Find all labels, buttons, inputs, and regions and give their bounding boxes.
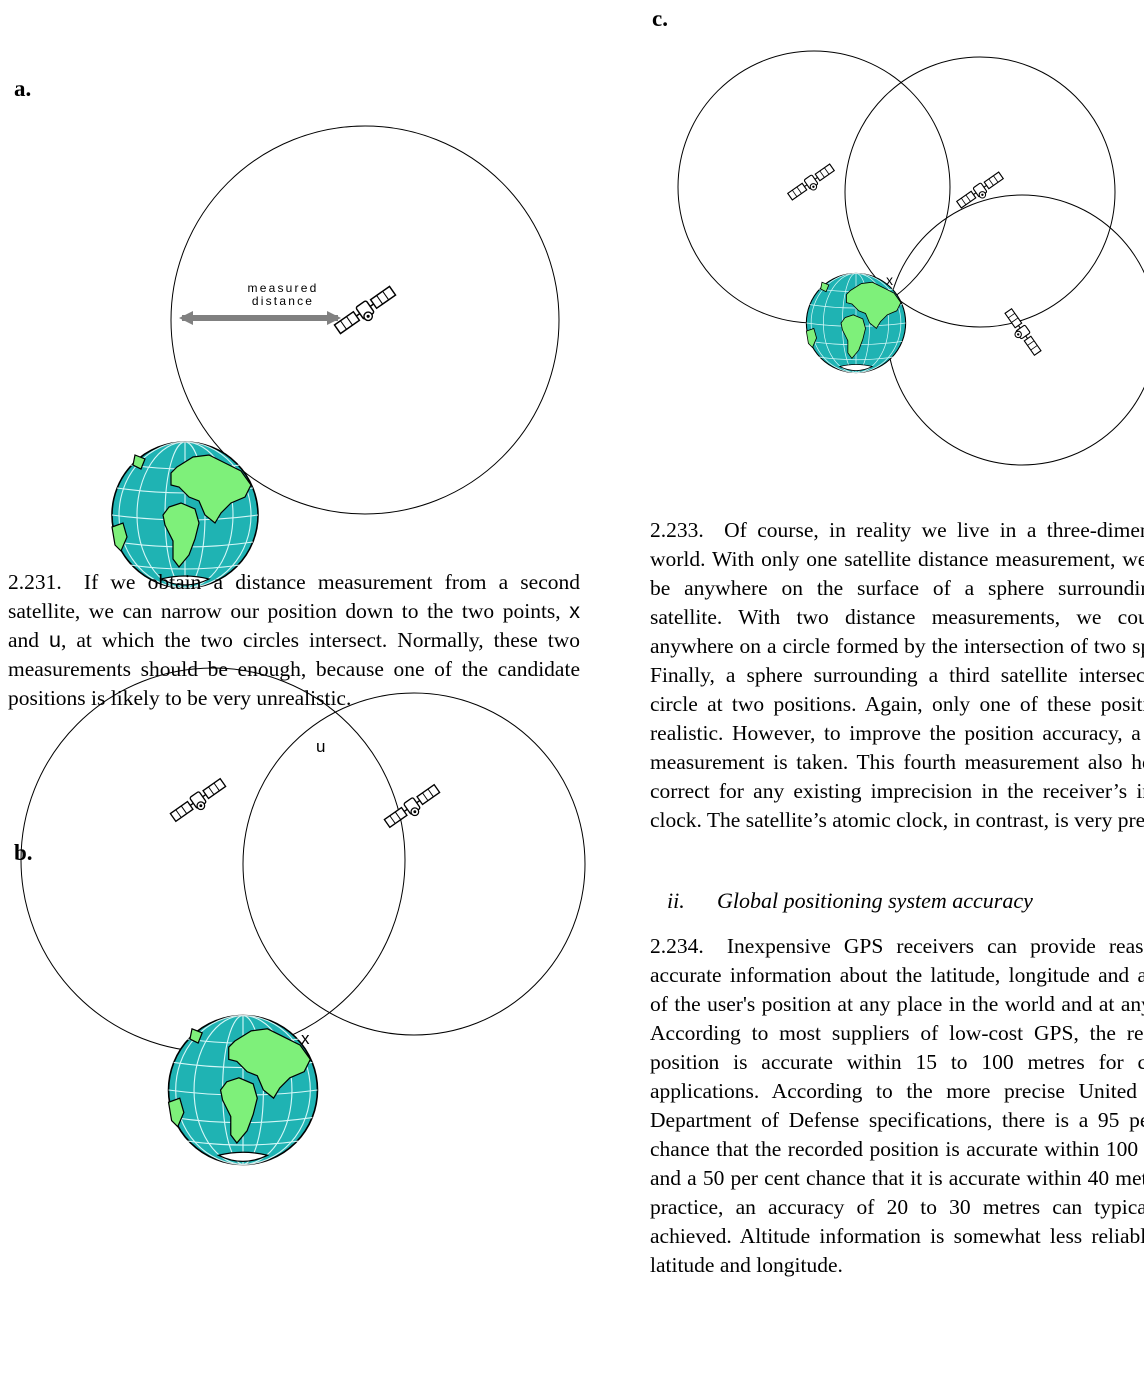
- paragraph-number: 2.231.: [8, 570, 62, 594]
- paragraph-2-233: 2.233. Of course, in reality we live in …: [650, 516, 1144, 835]
- figure-c-label: c.: [652, 6, 668, 31]
- paragraph-number: 2.233.: [650, 518, 704, 542]
- point-u-mark: u: [49, 628, 62, 652]
- earth-globe-icon: [111, 441, 259, 589]
- distance-circle: [170, 125, 560, 515]
- satellite-3-icon: [1004, 308, 1042, 356]
- earth-globe-icon: [167, 1014, 319, 1166]
- paragraph-2-231: 2.231. If we obtain a distance measureme…: [8, 568, 580, 713]
- figure-b: u x: [20, 667, 586, 1166]
- arrow-label-line2: distance: [252, 294, 314, 308]
- point-u-label: u: [316, 737, 325, 756]
- point-x-label: x: [301, 1029, 310, 1048]
- paragraph-2-234: 2.234. Inexpensive GPS receivers can pro…: [650, 932, 1144, 1280]
- heading-numeral: ii.: [667, 888, 685, 913]
- figure-a: measured distance: [111, 125, 560, 589]
- paragraph-text-part1: If we obtain a distance measurement from…: [8, 570, 580, 623]
- circle-satellite-2: [242, 692, 586, 1036]
- figure-b-label: b.: [14, 840, 33, 865]
- arrow-label-line1: measured: [248, 281, 319, 295]
- circle-satellite-1: [20, 667, 406, 1053]
- paragraph-text: Of course, in reality we live in a three…: [650, 518, 1144, 832]
- satellite-1-icon: [169, 778, 227, 822]
- point-x-mark: x: [569, 599, 580, 623]
- paragraph-number: 2.234.: [650, 934, 704, 958]
- satellite-2-icon: [956, 171, 1004, 209]
- circle-satellite-2: [844, 56, 1116, 328]
- point-x-label: x: [886, 272, 893, 288]
- paragraph-text-part3: , at which the two circles intersect. No…: [8, 628, 581, 710]
- figure-c: x: [677, 50, 1144, 466]
- earth-globe-icon: [805, 272, 907, 374]
- paragraph-text-part2: and: [8, 628, 40, 652]
- heading-title: Global positioning system accuracy: [717, 888, 1033, 913]
- paragraph-text: Inexpensive GPS receivers can provide re…: [650, 934, 1144, 1277]
- satellite-icon: [333, 285, 397, 335]
- figure-a-label: a.: [14, 76, 32, 101]
- section-heading: ii. Global positioning system accuracy: [667, 888, 1033, 914]
- circle-satellite-3: [886, 194, 1144, 466]
- satellite-1-icon: [787, 163, 835, 201]
